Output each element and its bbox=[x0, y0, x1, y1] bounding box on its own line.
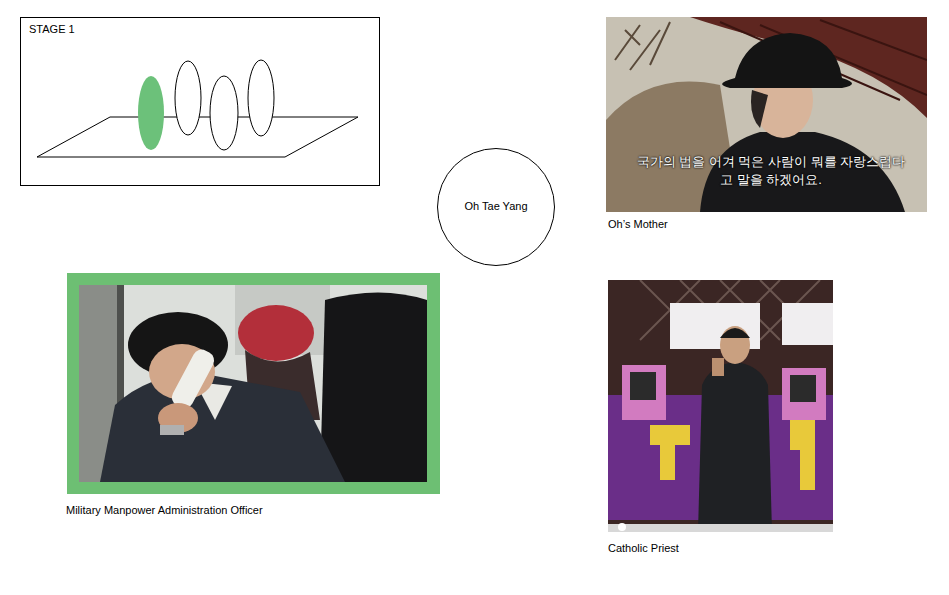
hat bbox=[722, 33, 852, 88]
portrait bbox=[790, 375, 816, 402]
face bbox=[720, 326, 750, 364]
photo-caption: Military Manpower Administration Officer bbox=[66, 504, 263, 517]
person-circle: Oh Tae Yang bbox=[437, 148, 555, 266]
banner-glyph bbox=[650, 425, 690, 480]
suit bbox=[100, 374, 345, 482]
jacket bbox=[698, 362, 772, 532]
hair bbox=[751, 90, 768, 128]
photo-ground bbox=[608, 280, 833, 532]
umbrella-ribs bbox=[720, 20, 927, 100]
stage-box: STAGE 1 bbox=[20, 17, 380, 186]
photo-caption: Oh’s Mother bbox=[608, 218, 668, 231]
photo-ground bbox=[79, 285, 427, 482]
sign bbox=[782, 303, 833, 345]
white-figure bbox=[248, 60, 274, 136]
twigs bbox=[615, 22, 670, 70]
white-figure bbox=[175, 61, 201, 135]
placard bbox=[782, 368, 826, 420]
banner-glyph bbox=[790, 415, 815, 490]
green-frame bbox=[67, 273, 440, 494]
phone bbox=[169, 346, 218, 411]
photo-frame: Catholic Priest bbox=[608, 280, 833, 532]
hair bbox=[720, 328, 750, 338]
stage-title: STAGE 1 bbox=[29, 23, 75, 36]
subtitle: 국가의 법을 어겨 먹은 사람이 뭐를 자랑스럽다고 말을 하겠어요. bbox=[636, 153, 906, 188]
officer-photo bbox=[67, 273, 440, 494]
circle-label: Oh Tae Yang bbox=[437, 200, 555, 213]
mother-photo bbox=[606, 17, 927, 212]
priest-photo bbox=[608, 280, 833, 532]
circle-outline bbox=[438, 149, 555, 266]
dark-figure bbox=[320, 293, 427, 483]
photo-caption: Catholic Priest bbox=[608, 542, 679, 555]
photo-frame: 국가의 법을 어겨 먹은 사람이 뭐를 자랑스럽다고 말을 하겠어요.Oh’s … bbox=[606, 17, 927, 212]
photo-ground bbox=[606, 17, 927, 212]
player-bar bbox=[608, 524, 833, 532]
player-knob bbox=[618, 523, 626, 531]
watch bbox=[160, 425, 184, 435]
photo-frame: Military Manpower Administration Officer bbox=[67, 273, 440, 494]
stage-illustration bbox=[37, 60, 358, 157]
hand bbox=[712, 358, 724, 376]
white-figure bbox=[210, 76, 238, 150]
placard bbox=[622, 365, 666, 420]
portrait bbox=[630, 372, 656, 400]
red-hat bbox=[238, 305, 314, 361]
green-figure bbox=[138, 76, 164, 150]
